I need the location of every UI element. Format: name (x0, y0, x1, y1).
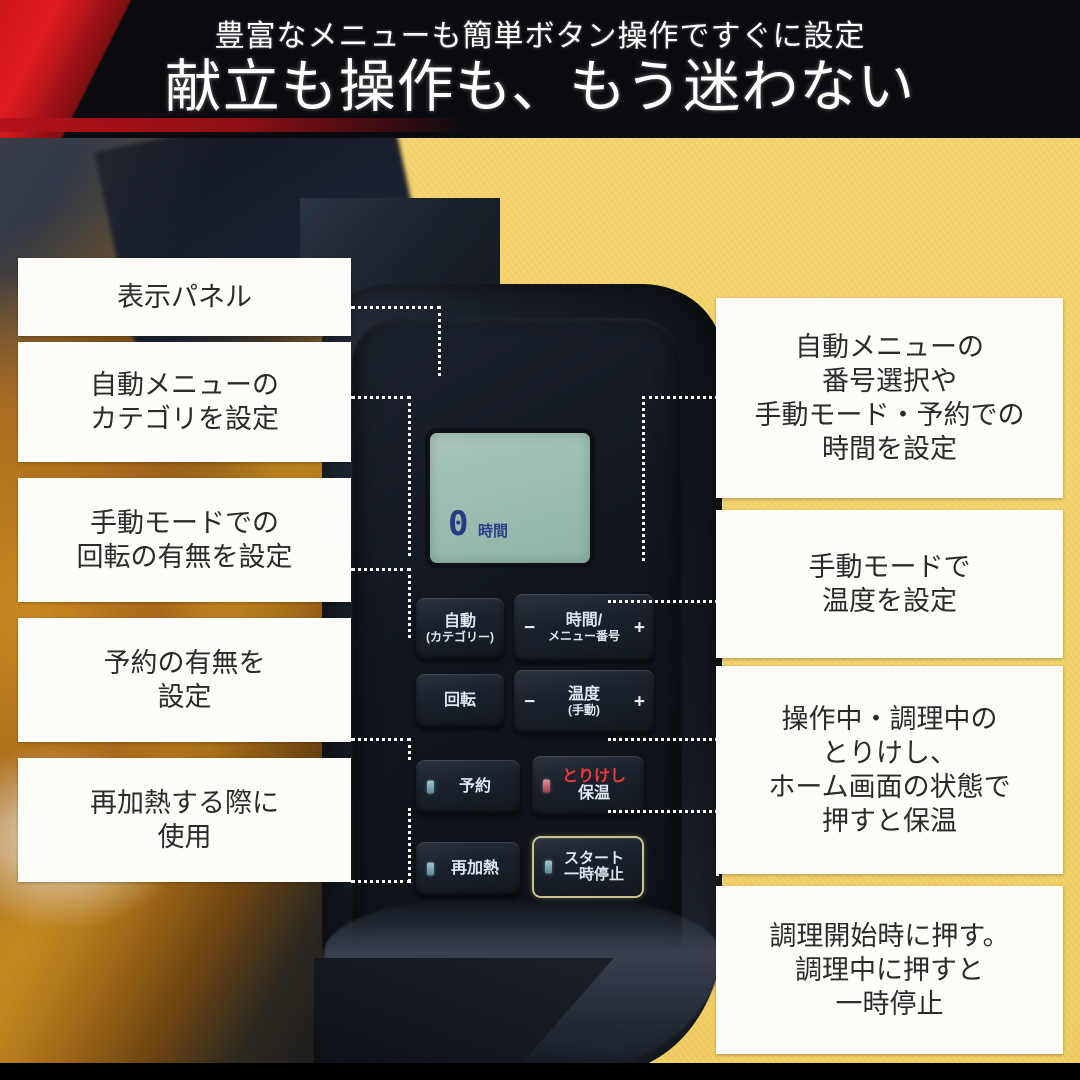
button-reservation-label: 予約 (458, 777, 491, 795)
label-auto-menu-category: 自動メニューの カテゴリを設定 (18, 342, 351, 462)
connector-menu-number-v (642, 396, 645, 561)
connector-reheat-h (351, 880, 411, 883)
button-auto[interactable]: 自動 (カテゴリー) (416, 598, 504, 660)
connector-reservation-v (408, 738, 411, 760)
button-reheat[interactable]: 再加熱 (416, 842, 520, 896)
button-auto-sublabel: (カテゴリー) (426, 630, 494, 645)
label-display-panel: 表示パネル (18, 258, 351, 336)
label-menu-number-time: 自動メニューの 番号選択や 手動モード・予約での 時間を設定 (716, 298, 1063, 498)
label-manual-rotation: 手動モードでの 回転の有無を設定 (18, 478, 351, 602)
button-pause-sublabel: 一時停止 (563, 866, 624, 883)
button-time-menu-number[interactable]: − + 時間/ メニュー番号 (514, 594, 654, 662)
button-menu-number-sublabel: メニュー番号 (547, 629, 620, 644)
label-reservation-toggle: 予約の有無を 設定 (18, 618, 351, 742)
label-cancel-keepwarm-desc: 操作中・調理中の とりけし、 ホーム画面の状態で 押すと保温 (716, 666, 1063, 874)
button-reheat-label: 再加熱 (450, 859, 499, 877)
button-reservation[interactable]: 予約 (416, 760, 520, 814)
label-start-pause-desc: 調理開始時に押す。 調理中に押すと 一時停止 (716, 886, 1063, 1054)
button-temperature-label: 温度 (567, 686, 600, 704)
lcd-display-panel: 0 時間 (430, 433, 590, 563)
plus-icon-time[interactable]: + (633, 617, 645, 639)
button-keepwarm-sublabel: 保温 (577, 785, 610, 802)
button-temperature-sublabel: (手動) (567, 703, 600, 718)
connector-display-panel-v (438, 306, 441, 376)
cancel-led-indicator-icon (543, 779, 550, 793)
button-cancel-keepwarm[interactable]: とりけし 保温 (532, 756, 644, 816)
minus-icon-temp[interactable]: − (524, 691, 536, 713)
connector-rotation-v (408, 568, 411, 638)
connector-auto-menu-h (351, 396, 411, 399)
footer-bar (0, 1063, 1080, 1080)
button-temperature[interactable]: − + 温度 (手動) (514, 670, 654, 734)
reservation-led-indicator-icon (427, 780, 434, 794)
connector-cancel-h (608, 738, 718, 741)
connector-display-panel-h (351, 306, 441, 309)
header-banner: 豊富なメニューも簡単ボタン操作ですぐに設定 献立も操作も、もう迷わない (0, 0, 1080, 138)
connector-reservation-h (351, 738, 411, 741)
lcd-digit-value: 0 (448, 504, 469, 544)
button-rotation-label: 回転 (443, 691, 476, 709)
connector-reheat-v (408, 808, 411, 882)
button-auto-label: 自動 (443, 613, 476, 631)
connector-start-h (608, 810, 718, 813)
main-stage: 0 時間 自動 (カテゴリー) − + 時間/ メニュー番号 (0, 138, 1080, 1063)
connector-temperature-h (608, 600, 718, 603)
button-rotation[interactable]: 回転 (416, 674, 504, 728)
button-start-label: スタート (563, 850, 624, 868)
plus-icon-temp[interactable]: + (633, 691, 645, 713)
button-start-pause[interactable]: スタート 一時停止 (532, 836, 644, 898)
label-manual-temperature: 手動モードで 温度を設定 (716, 510, 1063, 658)
header-subtitle: 豊富なメニューも簡単ボタン操作ですぐに設定 (214, 20, 866, 53)
label-reheat-usage: 再加熱する際に 使用 (18, 758, 351, 882)
lcd-unit-label: 時間 (478, 523, 509, 540)
button-cancel-label: とりけし (561, 768, 626, 786)
red-underline-stripe (0, 118, 470, 132)
connector-rotation-h (351, 568, 411, 571)
appliance-control-panel: 0 時間 自動 (カテゴリー) − + 時間/ メニュー番号 (300, 198, 730, 1063)
connector-menu-number-h (642, 396, 718, 399)
connector-auto-menu-v (408, 396, 411, 556)
start-led-indicator-icon (545, 860, 552, 874)
header-headline: 献立も操作も、もう迷わない (164, 55, 916, 119)
minus-icon-time[interactable]: − (524, 617, 536, 639)
button-time-label: 時間/ (565, 612, 603, 630)
reheat-led-indicator-icon (427, 862, 434, 876)
